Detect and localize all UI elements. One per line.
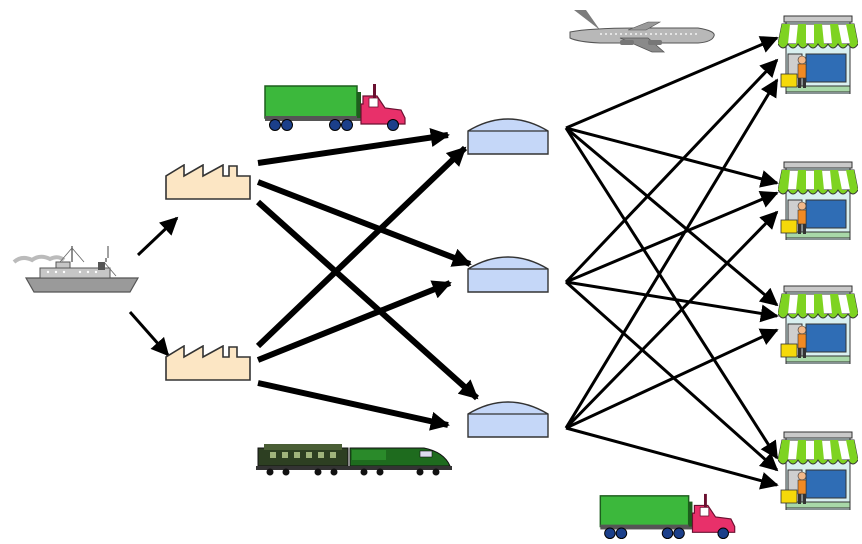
arrow-w3-s1	[564, 78, 779, 429]
warehouse-1-icon	[467, 118, 549, 155]
arrow-f2-w1	[255, 145, 468, 349]
arrows-warehouses-to-stores	[564, 36, 779, 490]
warehouse-3-icon	[467, 401, 549, 438]
arrow-w3-s2	[564, 210, 779, 430]
factory-1-icon	[165, 164, 251, 200]
arrow-w3-s4	[565, 426, 779, 490]
truck-icon	[264, 83, 406, 132]
arrow-ship-factory-1	[136, 216, 179, 257]
truck-icon	[599, 493, 736, 540]
arrow-w1-s3	[565, 126, 779, 307]
cargo-ship-icon	[12, 246, 140, 293]
store-2-icon	[778, 161, 858, 240]
arrows-ship-to-factories	[128, 216, 179, 357]
arrow-f1-w3	[255, 199, 480, 401]
arrow-w1-s1	[565, 36, 779, 130]
arrow-w2-s3	[565, 280, 779, 323]
arrow-w1-s4	[564, 127, 779, 460]
arrow-f2-w3	[257, 380, 450, 431]
arrow-f1-w1	[257, 128, 450, 166]
arrow-f2-w2	[256, 280, 452, 363]
arrow-w2-s1	[564, 58, 779, 284]
arrow-f1-w2	[256, 179, 472, 267]
store-4-icon	[778, 431, 858, 510]
arrow-w2-s2	[565, 191, 779, 284]
store-3-icon	[778, 285, 858, 364]
arrow-w1-s2	[565, 126, 779, 188]
arrow-w3-s3	[565, 328, 779, 430]
factory-2-icon	[165, 345, 251, 381]
airplane-icon	[569, 10, 715, 53]
arrow-w2-s4	[565, 280, 779, 472]
warehouse-2-icon	[467, 256, 549, 293]
arrows-factories-to-warehouses	[255, 128, 480, 431]
arrow-ship-factory-2	[128, 311, 170, 357]
train-icon	[256, 444, 452, 476]
store-1-icon	[778, 15, 858, 94]
